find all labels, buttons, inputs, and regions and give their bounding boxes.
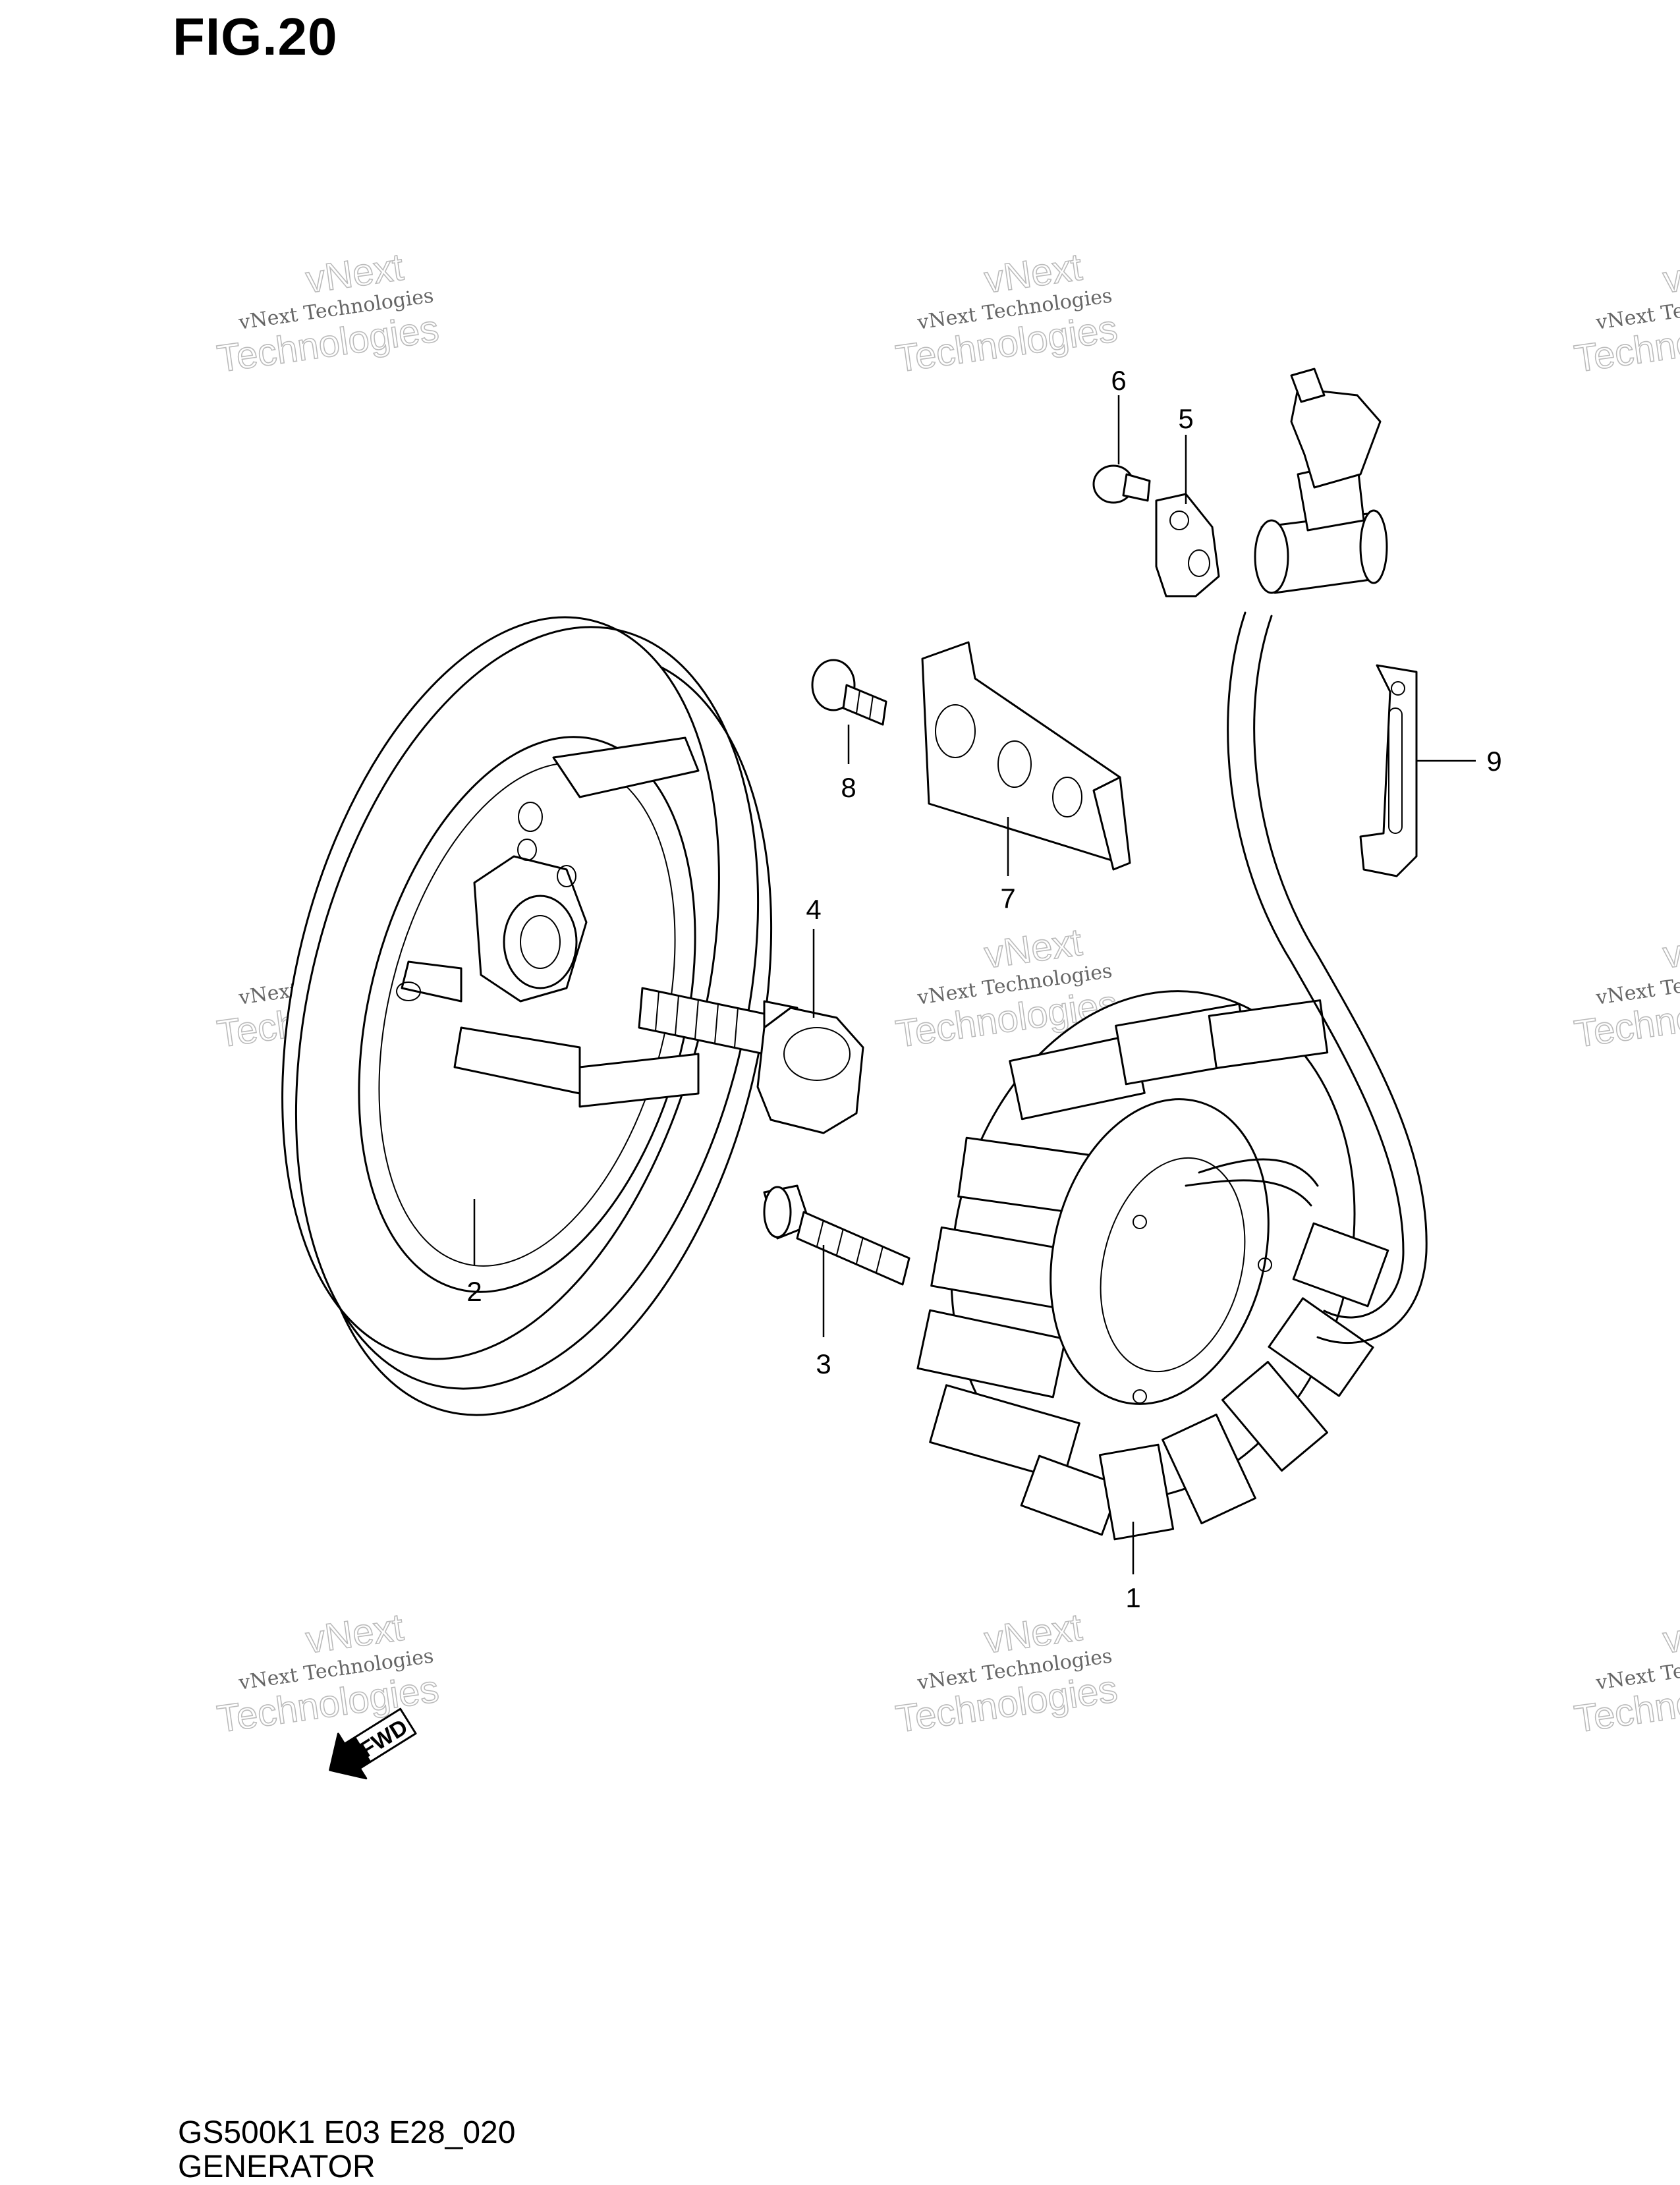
part-stator-screw — [763, 1184, 910, 1286]
figure-title: FIG.20 — [173, 7, 338, 66]
part-clamp — [1359, 664, 1418, 877]
assembly-name: GENERATOR — [178, 2149, 376, 2184]
model-code: GS500K1 E03 E28_020 — [178, 2115, 516, 2150]
watermark: vNext vNext Technologies Technologies — [1571, 1605, 1680, 1742]
callout-9: 9 — [1486, 746, 1501, 777]
watermark-line1: vNext — [1660, 1606, 1680, 1662]
leader-lines — [473, 395, 1476, 1574]
watermark: vNext vNext Technologies Technologies — [214, 245, 442, 381]
part-harness — [1227, 368, 1428, 1344]
part-rotor — [281, 616, 773, 1416]
callout-5: 5 — [1178, 403, 1193, 434]
watermark-row-top: vNext vNext Technologies Technologies vN… — [214, 245, 1680, 381]
watermark-line1: vNext — [1660, 246, 1680, 302]
part-screw-plate — [811, 659, 887, 726]
callout-4: 4 — [806, 894, 821, 925]
callout-7: 7 — [1000, 883, 1015, 914]
fwd-arrow: FWD — [329, 1707, 417, 1780]
callout-numbers: 1 2 3 4 5 6 7 8 9 — [466, 365, 1501, 1613]
callout-2: 2 — [466, 1276, 482, 1307]
callout-1: 1 — [1125, 1582, 1140, 1613]
callout-3: 3 — [816, 1348, 831, 1379]
watermark-line1: vNext — [1660, 921, 1680, 977]
watermark-row-bottom: vNext vNext Technologies Technologies vN… — [214, 1605, 1680, 1742]
part-rotor-bolt — [638, 987, 864, 1134]
part-stator — [916, 990, 1389, 1541]
callout-6: 6 — [1111, 365, 1126, 396]
watermark: vNext vNext Technologies Technologies — [1571, 245, 1680, 381]
part-clamp-plate — [1155, 493, 1220, 597]
callout-8: 8 — [841, 772, 856, 803]
watermark: vNext vNext Technologies Technologies — [893, 245, 1121, 381]
watermark: vNext vNext Technologies Technologies — [1571, 920, 1680, 1057]
part-guide-plate — [921, 641, 1131, 871]
watermark: vNext vNext Technologies Technologies — [893, 1605, 1121, 1742]
part-screw-small — [1092, 464, 1151, 504]
